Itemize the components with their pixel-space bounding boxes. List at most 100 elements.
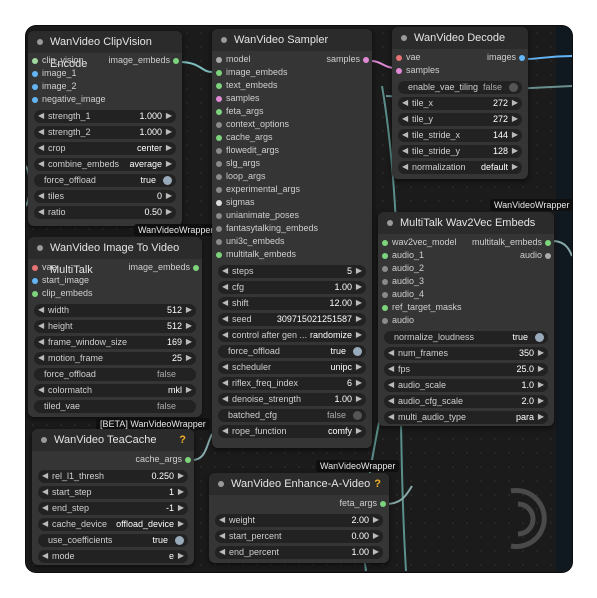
increment-icon[interactable]: ▶ <box>372 547 379 556</box>
decrement-icon[interactable]: ◀ <box>222 394 229 403</box>
feta-args-socket[interactable] <box>216 109 222 115</box>
decrement-icon[interactable]: ◀ <box>402 114 409 123</box>
audio-1-socket[interactable] <box>382 253 388 259</box>
toggle-knob[interactable] <box>163 176 172 185</box>
decrement-icon[interactable]: ◀ <box>222 378 229 387</box>
decrement-icon[interactable]: ◀ <box>38 191 45 200</box>
images-socket[interactable] <box>519 55 525 61</box>
teacache-title[interactable]: WanVideo TeaCache? <box>32 429 194 451</box>
decrement-icon[interactable]: ◀ <box>42 487 49 496</box>
model-socket[interactable] <box>216 57 222 63</box>
widget-number[interactable]: ◀end_step-1▶ <box>38 502 188 515</box>
ref-target-masks-socket[interactable] <box>382 305 388 311</box>
increment-icon[interactable]: ▶ <box>537 364 544 373</box>
audio-out-socket[interactable] <box>545 253 551 259</box>
decrement-icon[interactable]: ◀ <box>42 471 49 480</box>
image-2-socket[interactable] <box>32 84 38 90</box>
start-image-socket[interactable] <box>32 278 38 284</box>
image-embeds-socket[interactable] <box>193 265 199 271</box>
decrement-icon[interactable]: ◀ <box>388 348 395 357</box>
toggle-knob[interactable] <box>353 347 362 356</box>
increment-icon[interactable]: ▶ <box>177 503 184 512</box>
enhance-a-video-node[interactable]: WanVideo Enhance-A-Video? feta_args ◀wei… <box>209 473 389 563</box>
collapse-dot-icon[interactable] <box>41 437 47 443</box>
image-embeds-socket[interactable] <box>216 70 222 76</box>
collapse-dot-icon[interactable] <box>221 37 227 43</box>
decrement-icon[interactable]: ◀ <box>219 547 226 556</box>
feta-args-socket[interactable] <box>380 501 386 507</box>
increment-icon[interactable]: ▶ <box>537 396 544 405</box>
image-embeds-socket[interactable] <box>173 58 179 64</box>
decrement-icon[interactable]: ◀ <box>38 159 45 168</box>
decrement-icon[interactable]: ◀ <box>38 353 45 362</box>
decrement-icon[interactable]: ◀ <box>402 146 409 155</box>
decrement-icon[interactable]: ◀ <box>38 305 45 314</box>
increment-icon[interactable]: ▶ <box>165 127 172 136</box>
wav2vec-model-socket[interactable] <box>382 240 388 246</box>
decrement-icon[interactable]: ◀ <box>388 396 395 405</box>
increment-icon[interactable]: ▶ <box>537 380 544 389</box>
increment-icon[interactable]: ▶ <box>355 362 362 371</box>
increment-icon[interactable]: ▶ <box>185 321 192 330</box>
increment-icon[interactable]: ▶ <box>165 159 172 168</box>
decrement-icon[interactable]: ◀ <box>222 266 229 275</box>
increment-icon[interactable]: ▶ <box>177 487 184 496</box>
enhance-title[interactable]: WanVideo Enhance-A-Video? <box>209 473 389 495</box>
unianimate-poses-socket[interactable] <box>216 213 222 219</box>
decrement-icon[interactable]: ◀ <box>38 321 45 330</box>
samples-out-socket[interactable] <box>363 57 369 63</box>
increment-icon[interactable]: ▶ <box>355 394 362 403</box>
increment-icon[interactable]: ▶ <box>355 282 362 291</box>
decrement-icon[interactable]: ◀ <box>219 515 226 524</box>
increment-icon[interactable]: ▶ <box>511 98 518 107</box>
decrement-icon[interactable]: ◀ <box>38 207 45 216</box>
clip-embeds-socket[interactable] <box>32 291 38 297</box>
increment-icon[interactable]: ▶ <box>511 146 518 155</box>
decrement-icon[interactable]: ◀ <box>38 111 45 120</box>
collapse-dot-icon[interactable] <box>387 220 393 226</box>
toggle-knob[interactable] <box>175 536 184 545</box>
increment-icon[interactable]: ▶ <box>185 305 192 314</box>
vae-socket[interactable] <box>32 265 38 271</box>
increment-icon[interactable]: ▶ <box>511 162 518 171</box>
increment-icon[interactable]: ▶ <box>177 471 184 480</box>
audio-2-socket[interactable] <box>382 266 388 272</box>
decrement-icon[interactable]: ◀ <box>42 503 49 512</box>
decrement-icon[interactable]: ◀ <box>38 385 45 394</box>
decrement-icon[interactable]: ◀ <box>402 98 409 107</box>
help-icon[interactable]: ? <box>374 478 381 490</box>
decode-title[interactable]: WanVideo Decode <box>392 27 528 49</box>
increment-icon[interactable]: ▶ <box>511 130 518 139</box>
increment-icon[interactable]: ▶ <box>165 207 172 216</box>
decrement-icon[interactable]: ◀ <box>388 380 395 389</box>
